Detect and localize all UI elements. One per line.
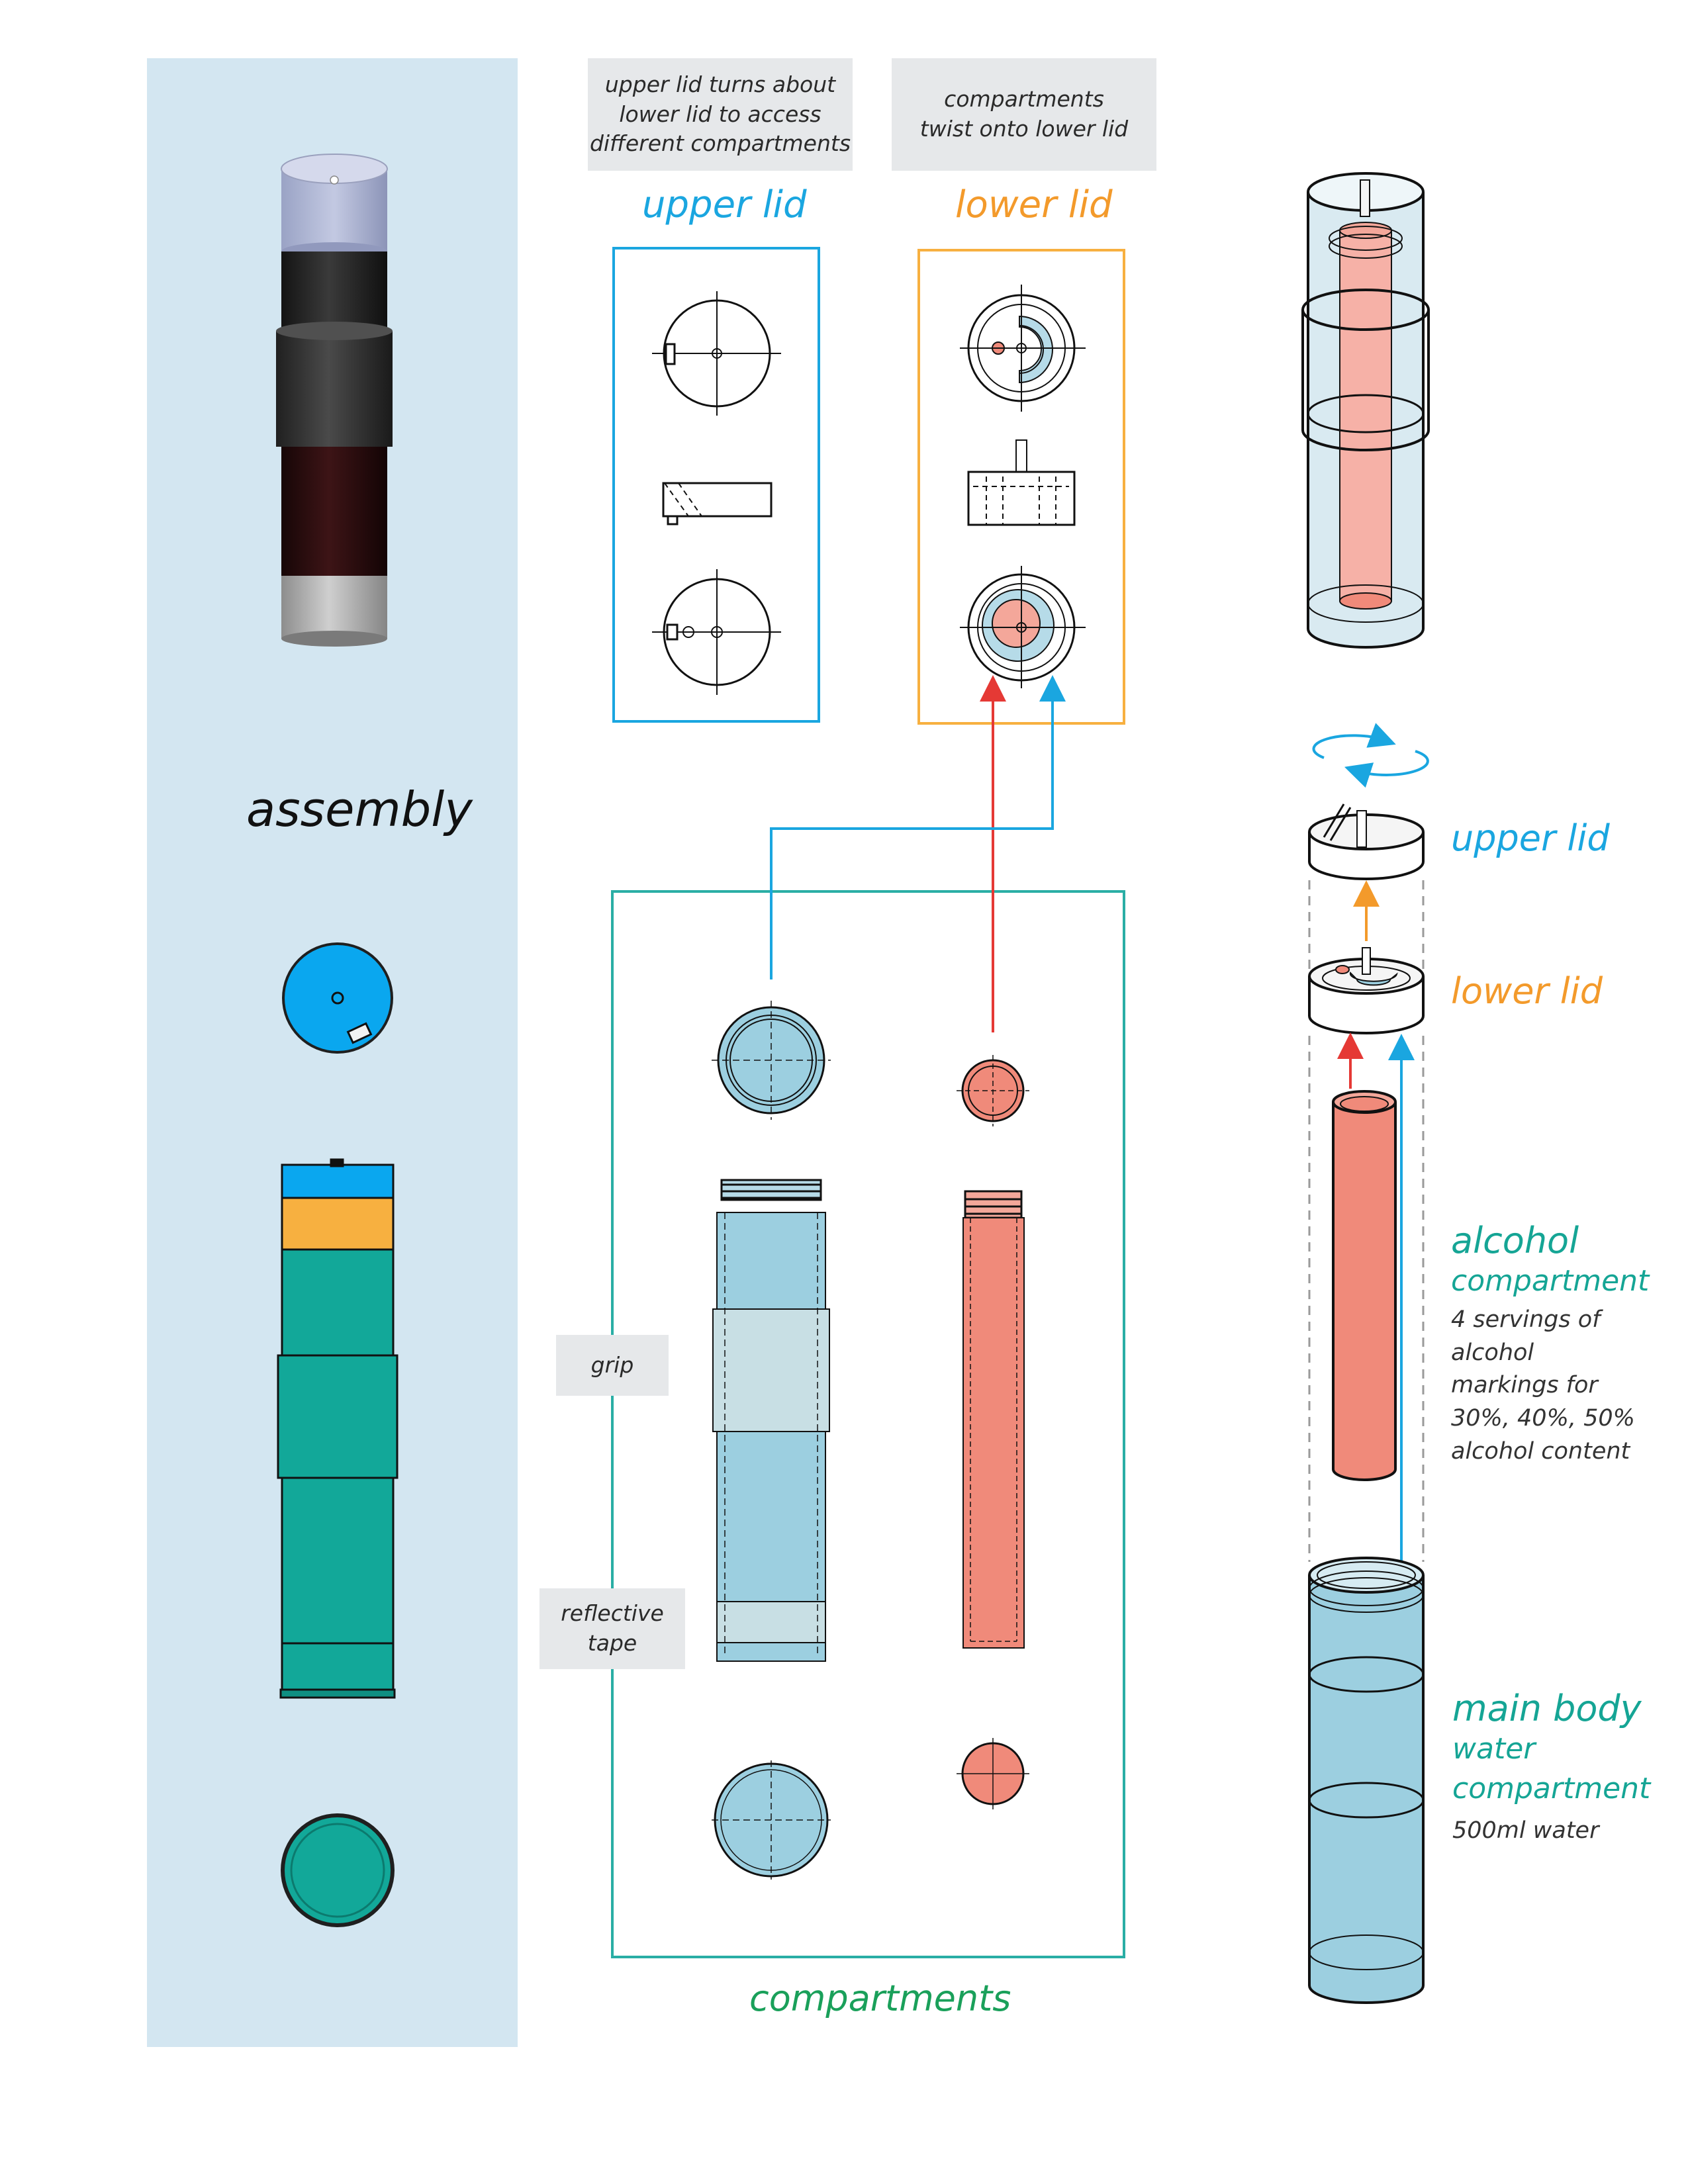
assembly-render xyxy=(276,154,393,647)
upper-lid-title: upper lid xyxy=(642,183,807,226)
lower-lid-note: compartments twist onto lower lid xyxy=(892,58,1156,171)
grip-note-text: grip xyxy=(590,1351,634,1378)
rotate-icon xyxy=(1312,723,1429,788)
assembly-label: assembly xyxy=(246,782,473,837)
water-compartment-drawings xyxy=(712,1001,831,1880)
lower-lid-frame xyxy=(917,249,1125,725)
exploded-upper-lid xyxy=(1308,803,1425,880)
reflective-tape-note-text: reflective tape xyxy=(561,1600,664,1656)
assembled-transparent-view xyxy=(1301,172,1430,649)
alcohol-subtitle: compartment xyxy=(1451,1264,1650,1298)
upper-lid-drawings xyxy=(652,291,781,695)
alcohol-title: alcohol xyxy=(1451,1220,1579,1261)
lower-lid-side-label: lower lid xyxy=(1451,970,1603,1012)
compartments-title: compartments xyxy=(749,1978,1011,2019)
exploded-lower-lid xyxy=(1308,947,1425,1034)
alcohol-description: 4 servings of alcohol markings for 30%, … xyxy=(1451,1306,1635,1465)
assembly-bottom-view xyxy=(281,1813,395,1927)
exploded-main-body xyxy=(1308,1557,1425,2004)
lower-lid-note-text: compartments twist onto lower lid xyxy=(919,86,1129,142)
water-subtitle-1: water xyxy=(1452,1732,1536,1766)
guide-lines xyxy=(1308,880,1425,1562)
main-body-title: main body xyxy=(1452,1688,1642,1729)
upper-lid-note-text: upper lid turns about lower lid to acces… xyxy=(589,71,851,157)
grip-note: grip xyxy=(556,1335,669,1396)
blue-arrow-lid xyxy=(770,675,1066,979)
lower-lid-drawings xyxy=(960,285,1086,688)
water-subtitle-2: compartment xyxy=(1452,1772,1651,1805)
lower-lid-title: lower lid xyxy=(955,183,1113,226)
exploded-alcohol-tube xyxy=(1332,1090,1397,1481)
assembly-side-view xyxy=(277,1158,399,1699)
upper-lid-side-label: upper lid xyxy=(1451,817,1610,859)
reflective-tape-note: reflective tape xyxy=(539,1588,685,1669)
compartments-frame xyxy=(611,890,1125,1958)
upper-lid-frame xyxy=(612,247,820,723)
alcohol-compartment-drawings xyxy=(957,1055,1029,1809)
water-description: 500ml water xyxy=(1452,1817,1599,1844)
assembly-top-view xyxy=(282,942,393,1054)
upper-lid-note: upper lid turns about lower lid to acces… xyxy=(588,58,853,171)
